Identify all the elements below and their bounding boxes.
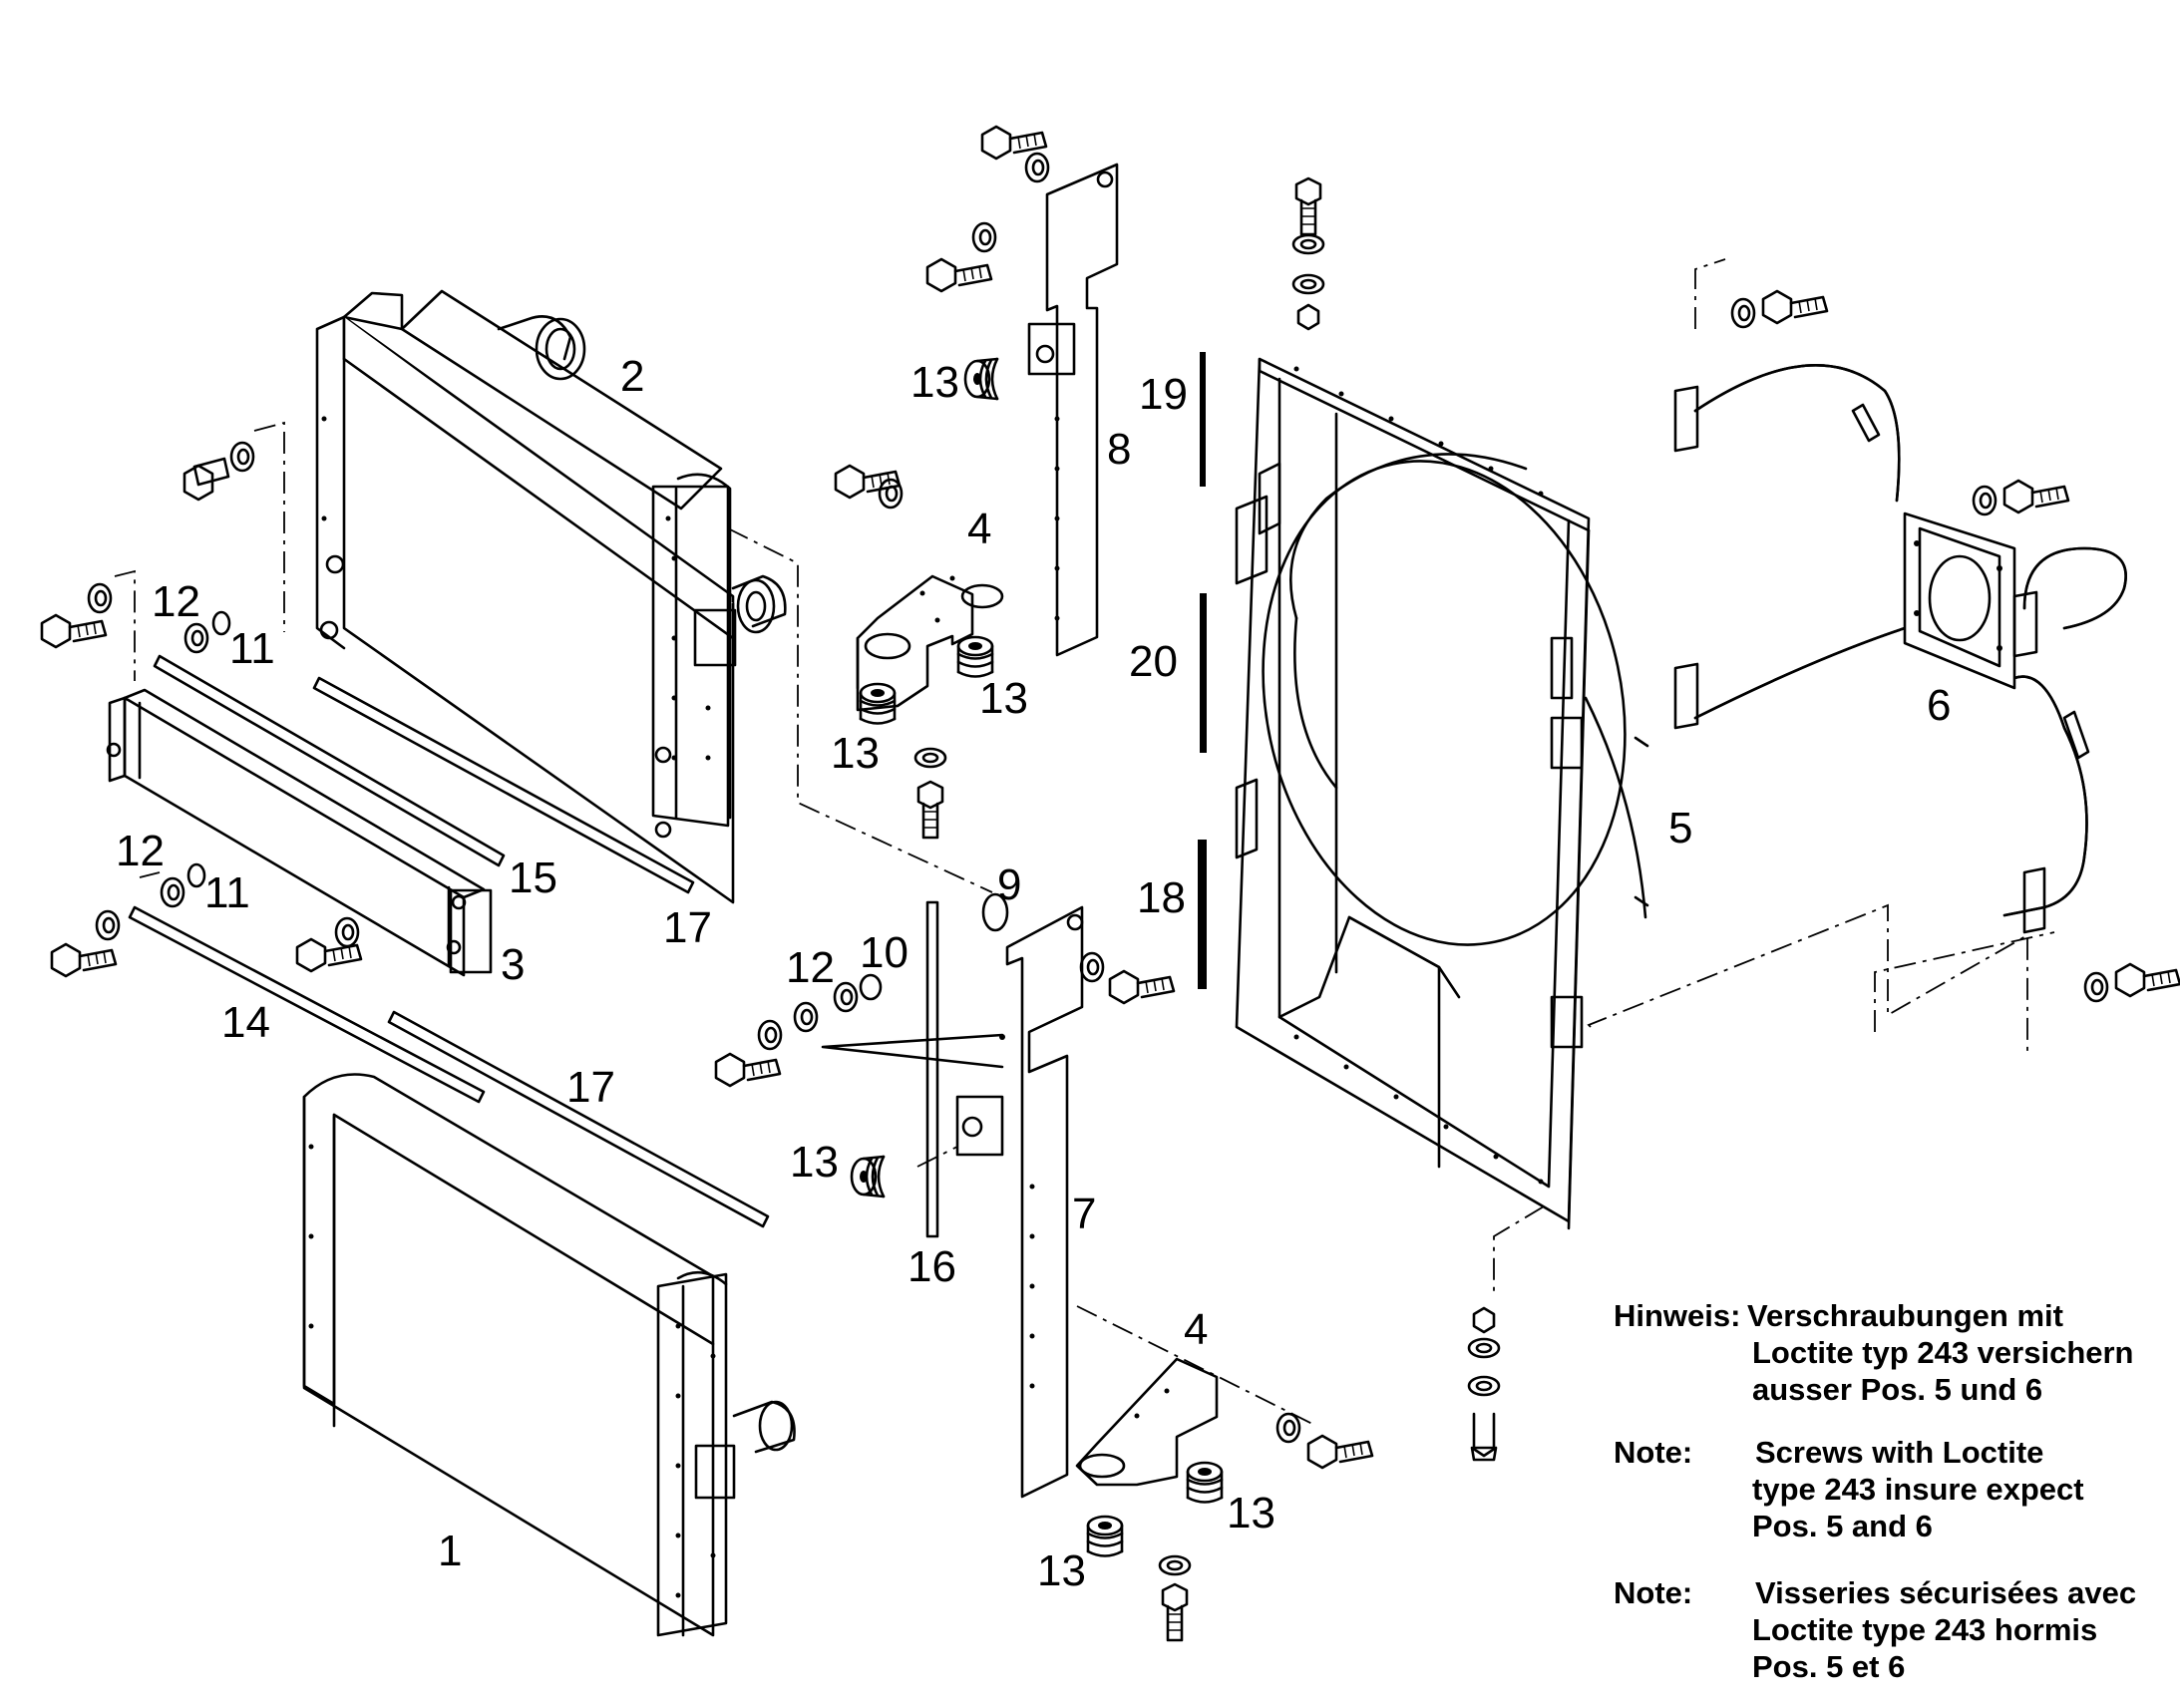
part-17-strip-upper — [312, 676, 695, 894]
callout-9: 9 — [997, 860, 1021, 909]
note-en-line-3: Pos. 5 and 6 — [1752, 1509, 1933, 1543]
part-15-strip — [153, 654, 506, 867]
part-3-oil-cooler — [106, 688, 493, 977]
part-2-charge-air-cooler — [315, 289, 787, 904]
callout-13-lower-left: 13 — [1037, 1546, 1086, 1595]
part-14-strip — [128, 905, 486, 1104]
loctite-notes: Hinweis: Verschraubungen mit Loctite typ… — [1614, 1298, 2136, 1684]
note-en-label: Note: — [1614, 1435, 1692, 1470]
part-7-bracket — [955, 905, 1084, 1499]
part-6-fan-bracket — [1673, 364, 2127, 934]
note-de-line-3: ausser Pos. 5 und 6 — [1752, 1372, 2042, 1407]
callout-14: 14 — [221, 998, 270, 1047]
note-fr-line-1: Visseries sécurisées avec — [1755, 1575, 2136, 1610]
callout-19: 19 — [1139, 370, 1188, 419]
callout-4-lower: 4 — [1184, 1305, 1208, 1354]
fasteners — [40, 125, 2180, 1642]
callout-13-upper-bracket: 13 — [910, 358, 959, 407]
assembly-lines — [114, 258, 2055, 1427]
note-en-line-1: Screws with Loctite — [1755, 1435, 2043, 1470]
callout-4-upper: 4 — [967, 505, 991, 553]
callout-13-upper-mount-right: 13 — [979, 674, 1028, 723]
callout-11-lower: 11 — [204, 868, 250, 917]
note-en-line-2: type 243 insure expect — [1752, 1472, 2084, 1507]
callout-1: 1 — [438, 1527, 462, 1575]
note-fr-line-2: Loctite type 243 hormis — [1752, 1612, 2097, 1647]
callout-15: 15 — [509, 854, 557, 902]
callout-2: 2 — [620, 352, 644, 401]
callout-12-upper: 12 — [152, 577, 200, 626]
callout-5: 5 — [1668, 804, 1692, 853]
callout-11-upper: 11 — [229, 624, 275, 673]
callout-17-lower: 17 — [566, 1063, 615, 1112]
callout-3: 3 — [501, 940, 525, 989]
callout-8: 8 — [1107, 425, 1131, 474]
callout-labels: 1 2 3 4 4 5 6 7 8 9 10 11 11 12 12 12 13… — [116, 352, 1951, 1595]
callout-7: 7 — [1072, 1190, 1096, 1238]
callout-17-upper: 17 — [663, 903, 712, 952]
part-20-strip — [1200, 593, 1207, 753]
part-16-strip — [925, 900, 939, 1238]
part-8-bracket — [1027, 163, 1119, 657]
part-5-fan-shroud — [1235, 357, 1649, 1230]
part-18-strip — [1198, 840, 1207, 989]
note-de-line-1: Verschraubungen mit — [1747, 1298, 2063, 1333]
callout-12-middle: 12 — [786, 943, 835, 992]
part-4-lower-bracket — [1075, 1357, 1219, 1487]
callout-13-middle: 13 — [790, 1138, 839, 1187]
note-fr-line-3: Pos. 5 et 6 — [1752, 1649, 1905, 1684]
callout-13-upper-mount-left: 13 — [831, 729, 880, 778]
part-1-radiator — [302, 1073, 796, 1637]
leader-12-10 — [821, 1033, 1004, 1069]
callout-20: 20 — [1129, 637, 1178, 686]
callout-16: 16 — [908, 1242, 956, 1291]
note-fr-label: Note: — [1614, 1575, 1692, 1610]
callout-13-lower-right: 13 — [1227, 1489, 1275, 1537]
callout-10: 10 — [860, 928, 908, 977]
callout-18: 18 — [1137, 873, 1186, 922]
part-4-upper-bracket — [856, 574, 1004, 712]
note-de-line-2: Loctite typ 243 versichern — [1752, 1335, 2134, 1370]
note-de-label: Hinweis: — [1614, 1298, 1740, 1333]
callout-12-lower: 12 — [116, 827, 165, 875]
callout-6: 6 — [1927, 681, 1951, 730]
part-19-strip — [1200, 352, 1206, 487]
part-17-strip-lower — [387, 1010, 770, 1228]
